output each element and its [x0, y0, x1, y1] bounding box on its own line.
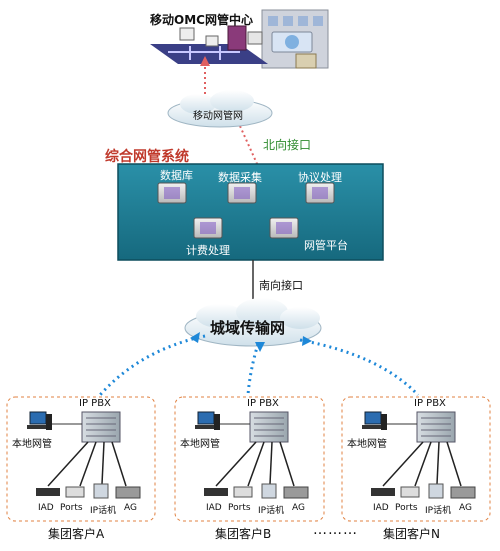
- customer-name-n: 集团客户N: [383, 527, 440, 541]
- system-box: [117, 163, 384, 261]
- mobile-cloud-label: 移动网管网: [193, 111, 243, 122]
- link-cloud-to-b: [246, 343, 260, 396]
- link-cloud-to-n: [299, 338, 420, 397]
- ellipsis: ………: [313, 522, 358, 538]
- protocol-module-icon: [305, 182, 335, 204]
- module-label-data-collection: 数据采集: [218, 171, 262, 184]
- mobile-nms-cloud: [167, 90, 273, 128]
- northbound-label: 北向接口: [263, 138, 312, 152]
- billing-module-icon: [193, 217, 223, 239]
- noc-building-illustration: [150, 9, 329, 69]
- group-b-box: [174, 396, 325, 522]
- device-label-a-ports: Ports: [60, 503, 83, 513]
- device-label-a-ipphone: IP话机: [90, 506, 117, 516]
- arrow-b-icon: [255, 342, 265, 352]
- local-nms-label-a: 本地网管: [12, 439, 52, 450]
- pbx-label-a: IP PBX: [79, 398, 111, 409]
- device-label-a-ag: AG: [124, 503, 137, 513]
- device-label-n-iad: IAD: [373, 503, 389, 513]
- database-module-icon: [157, 182, 187, 204]
- arrow-a-icon: [190, 332, 200, 343]
- data-collection-module-icon: [227, 182, 257, 204]
- module-label-billing: 计费处理: [186, 244, 230, 257]
- local-nms-label-b: 本地网管: [180, 439, 220, 450]
- device-label-b-ports: Ports: [228, 503, 251, 513]
- metro-cloud: [184, 298, 322, 347]
- customer-name-a: 集团客户A: [48, 527, 105, 541]
- southbound-label: 南向接口: [259, 279, 303, 292]
- device-label-a-iad: IAD: [38, 503, 54, 513]
- device-label-b-ag: AG: [292, 503, 305, 513]
- metro-cloud-label: 城域传输网: [210, 319, 286, 337]
- group-n-devices: [362, 411, 476, 499]
- device-label-n-ag: AG: [459, 503, 472, 513]
- device-label-n-ipphone: IP话机: [425, 506, 452, 516]
- device-label-b-ipphone: IP话机: [258, 506, 285, 516]
- nms-platform-module-icon: [269, 217, 299, 239]
- cloud-to-system-link: [239, 125, 259, 167]
- noc-title: 移动OMC网管中心: [150, 13, 253, 27]
- pbx-label-b: IP PBX: [247, 398, 279, 409]
- group-n-box: [341, 396, 491, 522]
- device-label-n-ports: Ports: [395, 503, 418, 513]
- module-label-protocol: 协议处理: [298, 171, 342, 184]
- link-cloud-to-a: [98, 334, 206, 396]
- group-a-box: [6, 396, 156, 522]
- module-label-database: 数据库: [160, 169, 193, 182]
- customer-name-b: 集团客户B: [215, 527, 272, 541]
- local-nms-label-n: 本地网管: [347, 439, 387, 450]
- system-title: 综合网管系统: [105, 149, 189, 165]
- group-a-devices: [27, 411, 141, 499]
- pbx-label-n: IP PBX: [414, 398, 446, 409]
- arrow-n-icon: [302, 336, 312, 346]
- device-label-b-iad: IAD: [206, 503, 222, 513]
- group-b-devices: [195, 411, 309, 499]
- up-arrow-icon: [200, 56, 210, 66]
- module-label-nms-platform: 网管平台: [304, 239, 348, 252]
